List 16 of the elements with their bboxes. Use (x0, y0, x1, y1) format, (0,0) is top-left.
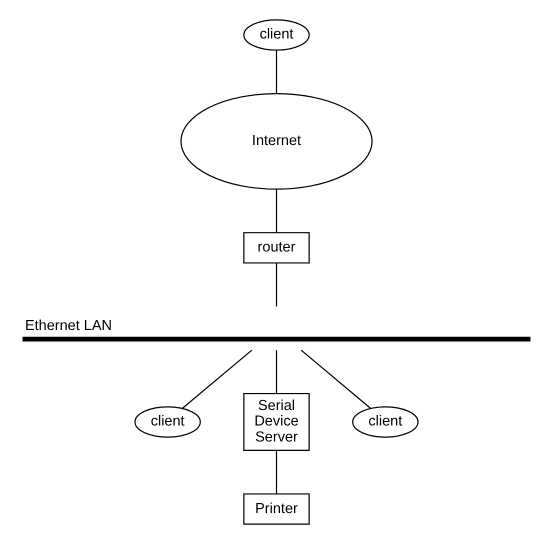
node-box: Printer (243, 492, 310, 524)
connector (276, 50, 278, 93)
connector (182, 349, 252, 408)
node-box (22, 336, 530, 342)
node-box: Serial Device Server (243, 392, 310, 450)
connector (300, 349, 371, 408)
node-label: Ethernet LAN (24, 318, 112, 334)
connector (276, 262, 278, 306)
node-ellipse: Internet (180, 92, 373, 190)
connector (276, 350, 278, 394)
connector (276, 188, 278, 232)
node-ellipse: client (134, 406, 201, 438)
node-box: router (243, 232, 310, 264)
node-ellipse: client (352, 406, 419, 438)
connector (276, 450, 278, 494)
node-ellipse: client (243, 18, 310, 50)
